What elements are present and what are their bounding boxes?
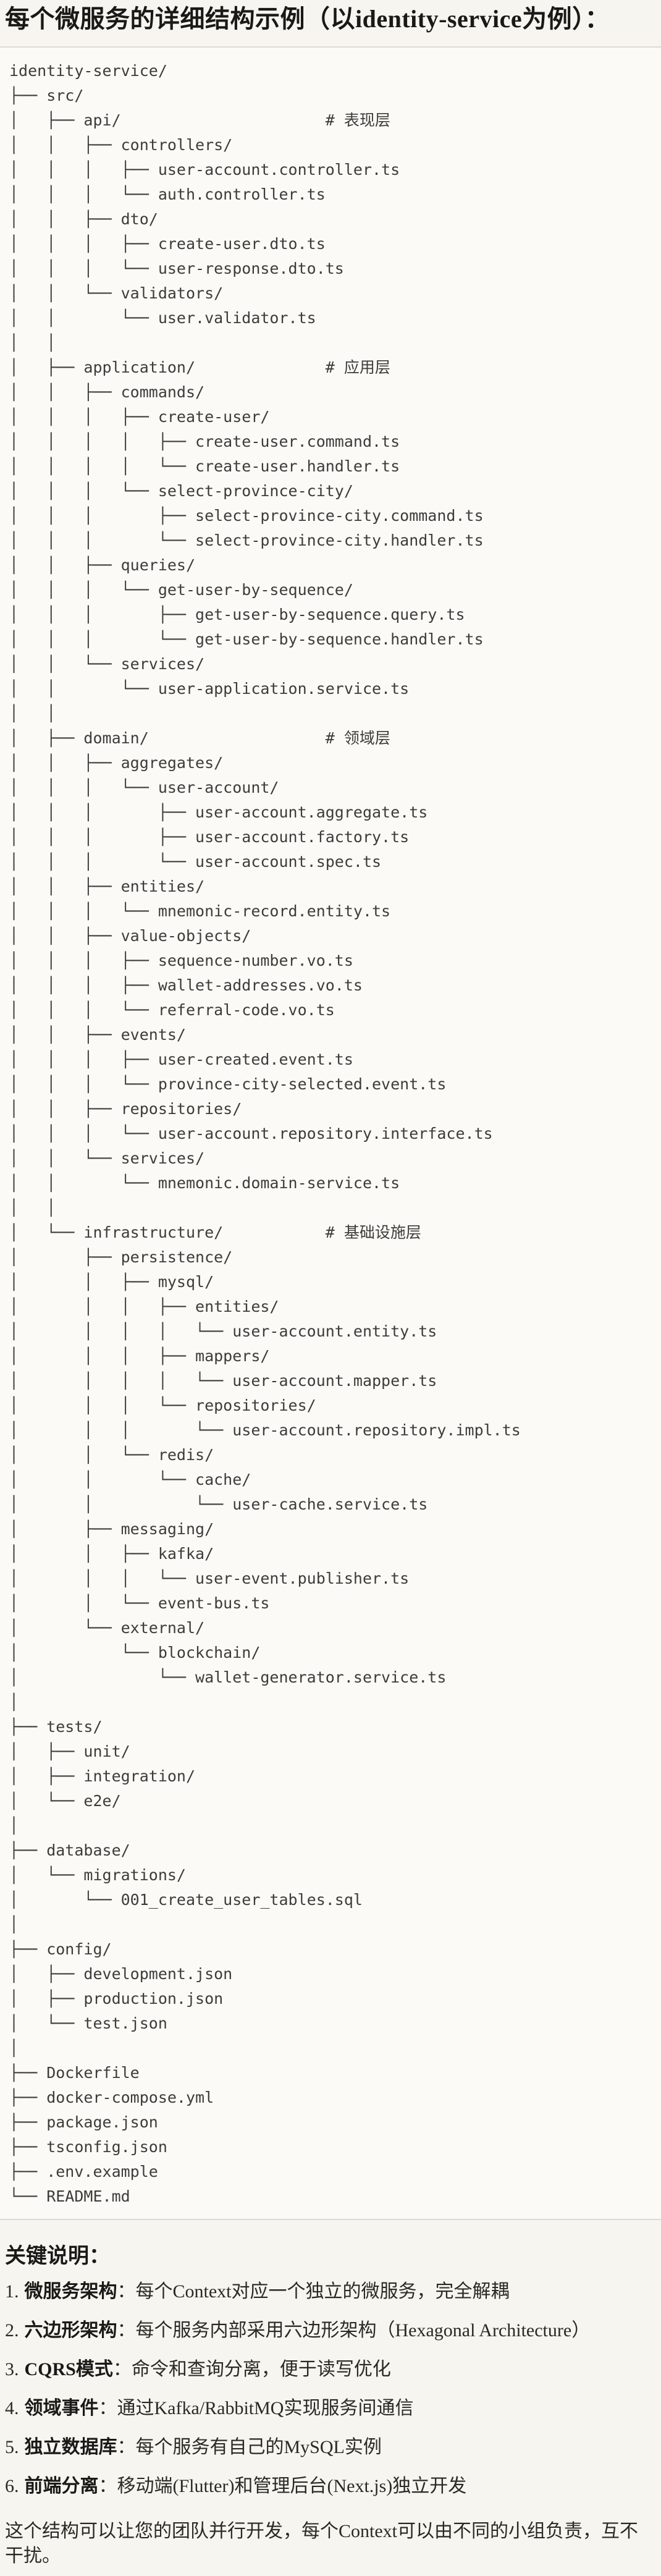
- note-number: 1.: [5, 2281, 19, 2302]
- note-number: 6.: [5, 2476, 19, 2496]
- note-label: CQRS模式: [24, 2359, 113, 2380]
- note-number: 3.: [5, 2359, 19, 2380]
- note-item: 2.六边形架构：每个服务内部采用六边形架构（Hexagonal Architec…: [5, 2318, 655, 2343]
- note-item: 6.前端分离：移动端(Flutter)和管理后台(Next.js)独立开发: [5, 2474, 655, 2499]
- note-desc: ：每个服务内部采用六边形架构（Hexagonal Architecture）: [117, 2320, 591, 2341]
- note-label: 微服务架构: [24, 2281, 117, 2302]
- directory-tree: identity-service/ ├── src/ │ ├── api/ # …: [9, 62, 521, 2205]
- note-item: 4.领域事件：通过Kafka/RabbitMQ实现服务间通信: [5, 2396, 655, 2421]
- note-label: 六边形架构: [24, 2320, 117, 2341]
- page-title: 每个微服务的详细结构示例（以identity-service为例）：: [5, 5, 610, 33]
- note-number: 4.: [5, 2398, 19, 2418]
- note-number: 5.: [5, 2437, 19, 2457]
- note-label: 前端分离: [24, 2476, 99, 2496]
- note-label: 独立数据库: [24, 2437, 117, 2457]
- note-desc: ：每个服务有自己的MySQL实例: [117, 2437, 382, 2457]
- notes-footer: 这个结构可以让您的团队并行开发，每个Context可以由不同的小组负责，互不干扰…: [5, 2521, 638, 2566]
- note-number: 2.: [5, 2320, 19, 2341]
- notes-section: 关键说明： 1.微服务架构：每个Context对应一个独立的微服务，完全解耦 2.…: [0, 2244, 661, 2576]
- note-item: 5.独立数据库：每个服务有自己的MySQL实例: [5, 2435, 655, 2460]
- code-block: identity-service/ ├── src/ │ ├── api/ # …: [0, 46, 661, 2220]
- note-item: 1.微服务架构：每个Context对应一个独立的微服务，完全解耦: [5, 2279, 655, 2304]
- note-desc: ：移动端(Flutter)和管理后台(Next.js)独立开发: [98, 2476, 467, 2496]
- note-label: 领域事件: [24, 2398, 99, 2418]
- note-desc: ：命令和查询分离，便于读写优化: [112, 2359, 391, 2380]
- note-item: 3.CQRS模式：命令和查询分离，便于读写优化: [5, 2357, 655, 2382]
- note-desc: ：每个Context对应一个独立的微服务，完全解耦: [117, 2281, 510, 2302]
- note-desc: ：通过Kafka/RabbitMQ实现服务间通信: [98, 2398, 414, 2418]
- notes-heading: 关键说明：: [5, 2245, 110, 2268]
